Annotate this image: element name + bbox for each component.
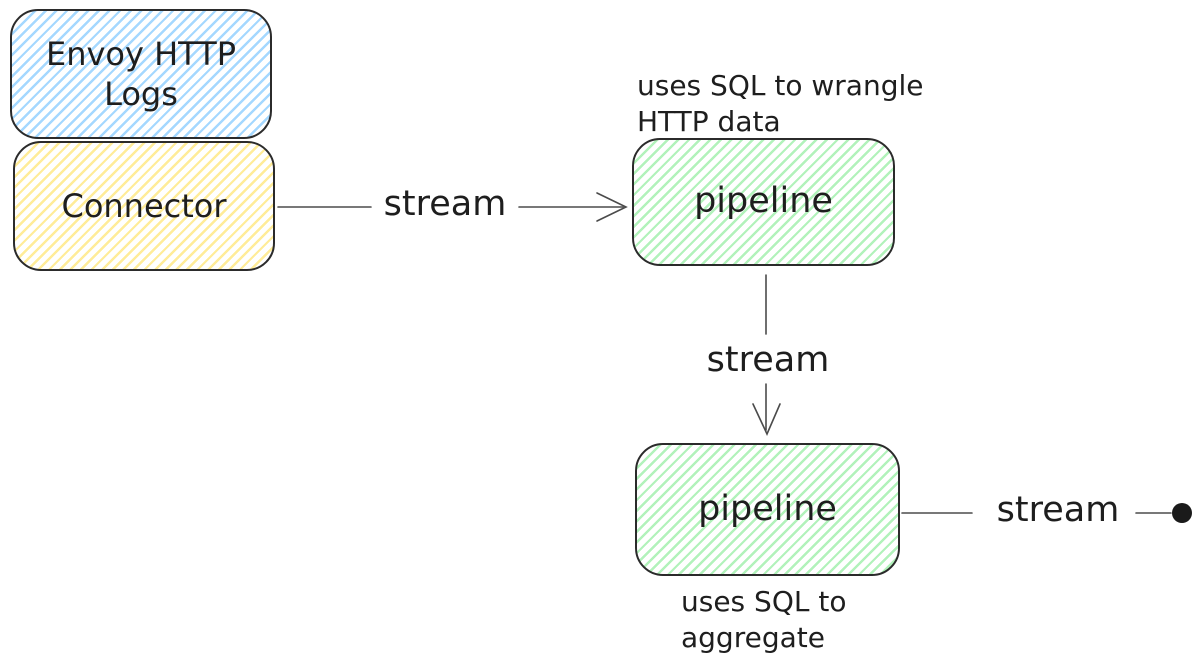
edge-label-stream-2: stream [706, 340, 830, 380]
terminal-dot [1172, 503, 1192, 523]
annotation-wrangle-line1: uses SQL to wrangle [637, 69, 924, 102]
node-pipeline-aggregate[interactable]: pipeline [635, 443, 900, 576]
edge-label-stream-3: stream [996, 490, 1120, 530]
annotation-aggregate-line2: aggregate [681, 620, 825, 654]
node-envoy-http-logs[interactable]: Envoy HTTP Logs [10, 9, 272, 139]
node-pipeline-wrangle-label: pipeline [694, 181, 833, 222]
annotation-aggregate-line1: uses SQL to [681, 585, 847, 618]
annotation-wrangle-line2: HTTP data [637, 104, 781, 138]
node-pipeline-wrangle[interactable]: pipeline [632, 138, 895, 266]
node-connector-label: Connector [61, 187, 227, 225]
annotation-wrangle: uses SQL to wrangle HTTP data [637, 68, 923, 140]
arrowhead-down-icon [752, 403, 781, 436]
node-connector[interactable]: Connector [13, 141, 275, 271]
node-envoy-http-logs-label: Envoy HTTP Logs [45, 35, 236, 113]
node-pipeline-aggregate-label: pipeline [698, 488, 837, 529]
annotation-aggregate: uses SQL to aggregate [681, 584, 846, 656]
edge-label-stream-1: stream [383, 184, 507, 224]
arrowhead-right-icon [596, 192, 628, 222]
